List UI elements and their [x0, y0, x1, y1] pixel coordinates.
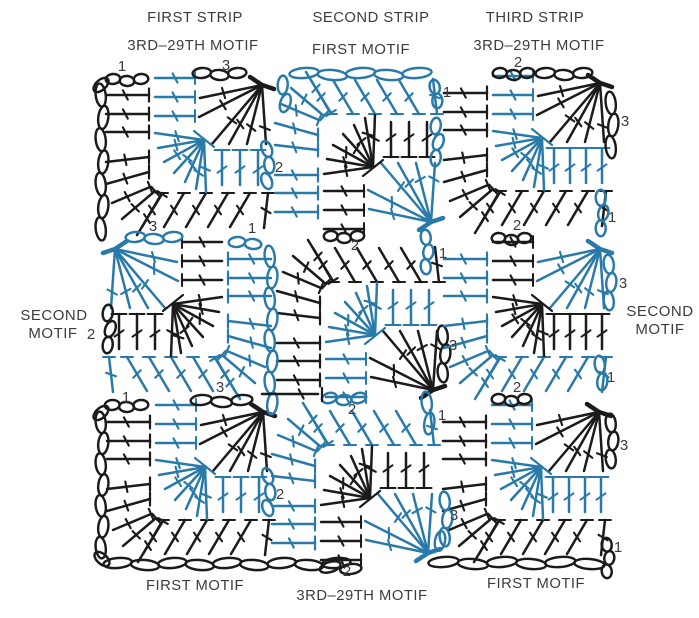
- svg-text:3RD–29TH MOTIF: 3RD–29TH MOTIF: [127, 38, 258, 54]
- svg-text:SECOND: SECOND: [20, 307, 87, 324]
- svg-text:3RD–29TH MOTIF: 3RD–29TH MOTIF: [473, 38, 604, 54]
- svg-text:2: 2: [343, 563, 351, 580]
- svg-text:3: 3: [620, 437, 628, 454]
- svg-text:2: 2: [87, 326, 95, 343]
- svg-text:1: 1: [248, 220, 256, 237]
- svg-text:SECOND STRIP: SECOND STRIP: [313, 10, 430, 26]
- svg-text:SECOND: SECOND: [626, 303, 693, 320]
- svg-text:2: 2: [276, 486, 284, 503]
- svg-text:3: 3: [222, 57, 230, 74]
- svg-text:3: 3: [450, 507, 458, 524]
- svg-text:2: 2: [514, 54, 522, 71]
- svg-text:1: 1: [118, 58, 126, 75]
- svg-text:1: 1: [438, 407, 446, 424]
- svg-text:MOTIF: MOTIF: [635, 321, 684, 338]
- svg-text:1: 1: [608, 209, 616, 226]
- svg-text:MOTIF: MOTIF: [28, 325, 77, 342]
- svg-text:FIRST STRIP: FIRST STRIP: [147, 10, 243, 26]
- svg-text:1: 1: [607, 369, 615, 386]
- svg-text:1: 1: [614, 539, 622, 556]
- svg-text:2: 2: [351, 237, 359, 254]
- svg-text:2: 2: [513, 217, 521, 234]
- svg-text:3: 3: [621, 113, 629, 130]
- svg-text:2: 2: [348, 401, 356, 418]
- svg-text:3RD–29TH MOTIF: 3RD–29TH MOTIF: [296, 588, 427, 604]
- svg-text:THIRD STRIP: THIRD STRIP: [486, 10, 584, 26]
- svg-text:FIRST MOTIF: FIRST MOTIF: [312, 42, 410, 58]
- svg-text:3: 3: [216, 379, 224, 396]
- svg-text:FIRST MOTIF: FIRST MOTIF: [146, 578, 244, 594]
- svg-text:3: 3: [449, 337, 457, 354]
- svg-text:2: 2: [513, 379, 521, 396]
- svg-text:3: 3: [619, 275, 627, 292]
- svg-text:2: 2: [275, 159, 283, 176]
- svg-text:FIRST MOTIF: FIRST MOTIF: [487, 576, 585, 592]
- svg-text:3: 3: [149, 218, 157, 235]
- svg-text:1: 1: [122, 389, 130, 406]
- svg-text:1: 1: [439, 245, 447, 262]
- svg-text:1: 1: [443, 84, 451, 101]
